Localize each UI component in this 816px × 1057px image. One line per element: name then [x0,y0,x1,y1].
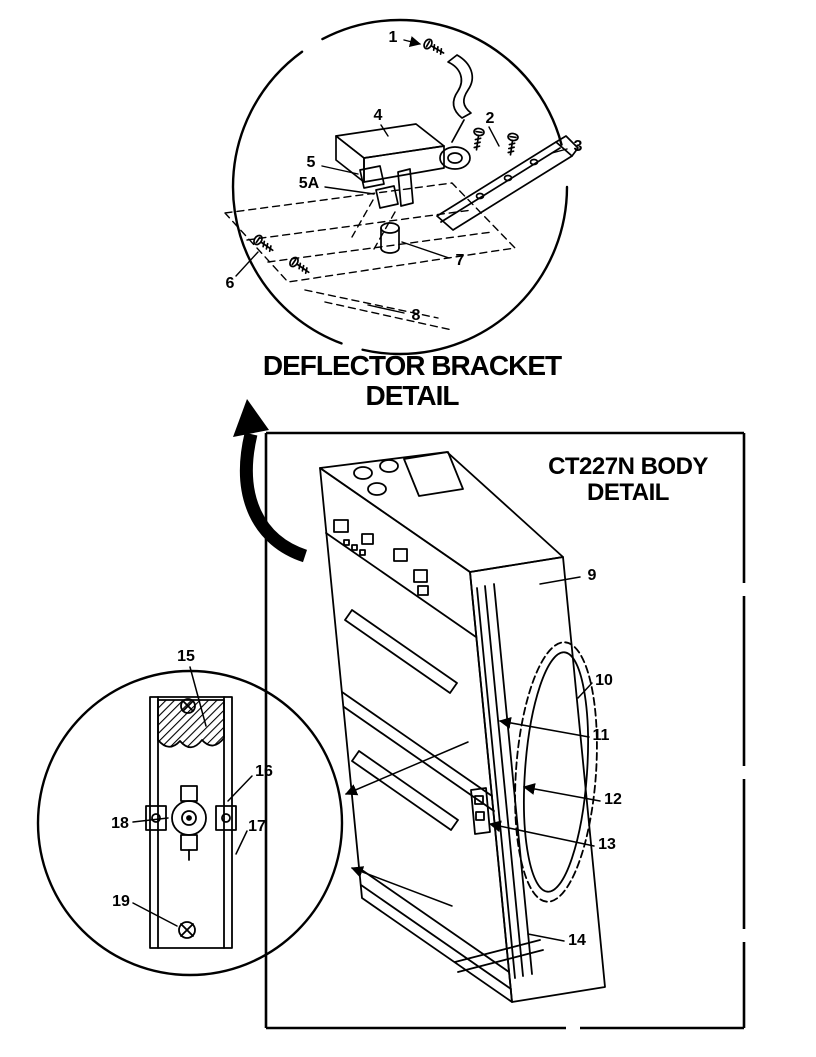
callout-5a: 5A [298,175,320,192]
callout-19: 19 [112,893,130,910]
phantom-panel-lines [224,182,516,331]
callout-18: 18 [111,815,129,832]
upper-door-handle [344,609,458,694]
body-detail-title: CT227N BODY DETAIL [548,454,708,506]
deflector-detail-circle [231,18,569,356]
callout-1: 1 [388,29,398,46]
body-title-line2: DETAIL [587,479,669,506]
leader-lines-thermostat [132,666,253,927]
callout-10: 10 [595,672,613,689]
oven-body-drawing [319,451,606,1003]
deflector-bracket-drawing [224,37,579,331]
deflector-title-line1: DEFLECTOR BRACKET [262,350,562,381]
callout-13: 13 [598,836,616,853]
callout-16: 16 [255,763,273,780]
screw-icon [470,126,486,152]
callout-7: 7 [455,252,465,269]
callout-15: 15 [177,648,195,665]
screw-icon [504,131,520,157]
callout-11: 11 [592,727,610,744]
deflector-title-line2: DETAIL [365,380,459,411]
deflector-detail-title: DEFLECTOR BRACKET DETAIL [262,350,562,411]
screw-icon [287,255,313,278]
callout-12: 12 [604,791,622,808]
screw-icon [421,37,447,59]
callout-14: 14 [568,932,586,949]
callout-5: 5 [306,154,316,171]
callout-4: 4 [373,107,383,124]
callout-2: 2 [485,110,495,127]
callout-3: 3 [573,138,583,155]
callout-9: 9 [587,567,597,584]
leader-lines-top [235,36,568,314]
thermostat-detail-drawing [36,669,344,977]
thermostat-detail-circle [36,669,344,977]
callout-6: 6 [225,275,235,292]
callout-8: 8 [411,307,421,324]
display-window [403,451,464,497]
detail-callout-arrow [233,399,308,563]
body-detail-frame [264,431,746,1030]
lower-door-handle [351,750,459,831]
callout-17: 17 [248,818,266,835]
body-title-line1: CT227N BODY [548,453,708,480]
side-gasket-loop [514,641,598,903]
leader-lines-body [344,576,601,942]
